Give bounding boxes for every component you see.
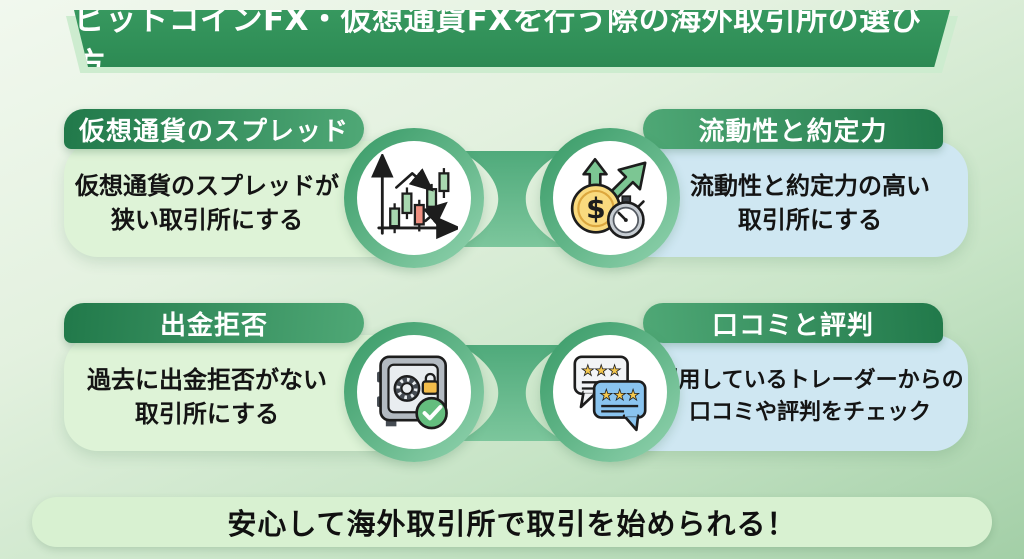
- card-spread-line1: 仮想通貨のスプレッドが: [75, 172, 339, 200]
- card-liquidity-text: 流動性と約定力の高い 取引所にする: [652, 149, 968, 257]
- circle-connector: [460, 151, 564, 247]
- row-withdrawal-reviews: 出金拒否 口コミと評判 過去に出金拒否がない 取引所にする 利用しているトレーダ…: [0, 303, 1024, 473]
- row-spread-liquidity: 仮想通貨のスプレッド 流動性と約定力 仮想通貨のスプレッドが 狭い取引所にする …: [0, 109, 1024, 279]
- card-reviews-text: 利用しているトレーダーからの 口コミや評判をチェック: [652, 343, 968, 451]
- review-speech-bubbles-icon: ★★★ ★★★: [573, 355, 647, 432]
- safe-vault-check-icon: [377, 355, 448, 430]
- card-liquidity-line2: 取引所にする: [737, 206, 883, 234]
- candlestick-chart-icon: [371, 154, 458, 240]
- card-withdrawal-line2: 取引所にする: [134, 400, 280, 428]
- svg-text:★★★: ★★★: [581, 361, 621, 379]
- header-banner: ビットコインFX・仮想通貨FXを行う際の海外取引所の選び方: [66, 10, 958, 73]
- card-withdrawal-line1: 過去に出金拒否がない: [87, 366, 327, 394]
- card-spread-line2: 狭い取引所にする: [110, 206, 304, 234]
- card-withdrawal-title: 出金拒否: [159, 310, 268, 341]
- card-withdrawal-text: 過去に出金拒否がない 取引所にする: [64, 343, 350, 451]
- card-spread-text: 仮想通貨のスプレッドが 狭い取引所にする: [64, 149, 350, 257]
- card-reviews-line1: 利用しているトレーダーからの: [656, 368, 964, 393]
- card-liquidity-line1: 流動性と約定力の高い: [690, 172, 930, 200]
- footer-message: 安心して海外取引所で取引を始められる！: [227, 507, 797, 541]
- header-banner-face: ビットコインFX・仮想通貨FXを行う際の海外取引所の選び方: [74, 10, 950, 67]
- card-withdrawal-title-pill: 出金拒否: [64, 303, 364, 343]
- svg-text:$: $: [586, 192, 606, 225]
- card-reviews-title-pill: 口コミと評判: [643, 303, 943, 343]
- card-liquidity-title-pill: 流動性と約定力: [643, 109, 943, 149]
- svg-text:★★★: ★★★: [600, 386, 640, 404]
- card-spread-title-pill: 仮想通貨のスプレッド: [64, 109, 364, 149]
- circle-connector: [460, 345, 564, 441]
- footer-banner: 安心して海外取引所で取引を始められる！: [32, 497, 992, 547]
- card-reviews-line2: 口コミや評判をチェック: [688, 400, 931, 425]
- coin-stopwatch-icon: $: [570, 157, 647, 239]
- card-liquidity-title: 流動性と約定力: [698, 116, 888, 147]
- card-reviews-title: 口コミと評判: [711, 310, 874, 341]
- card-spread-title: 仮想通貨のスプレッド: [78, 116, 349, 147]
- page-title: ビットコインFX・仮想通貨FXを行う際の海外取引所の選び方: [74, 1, 923, 83]
